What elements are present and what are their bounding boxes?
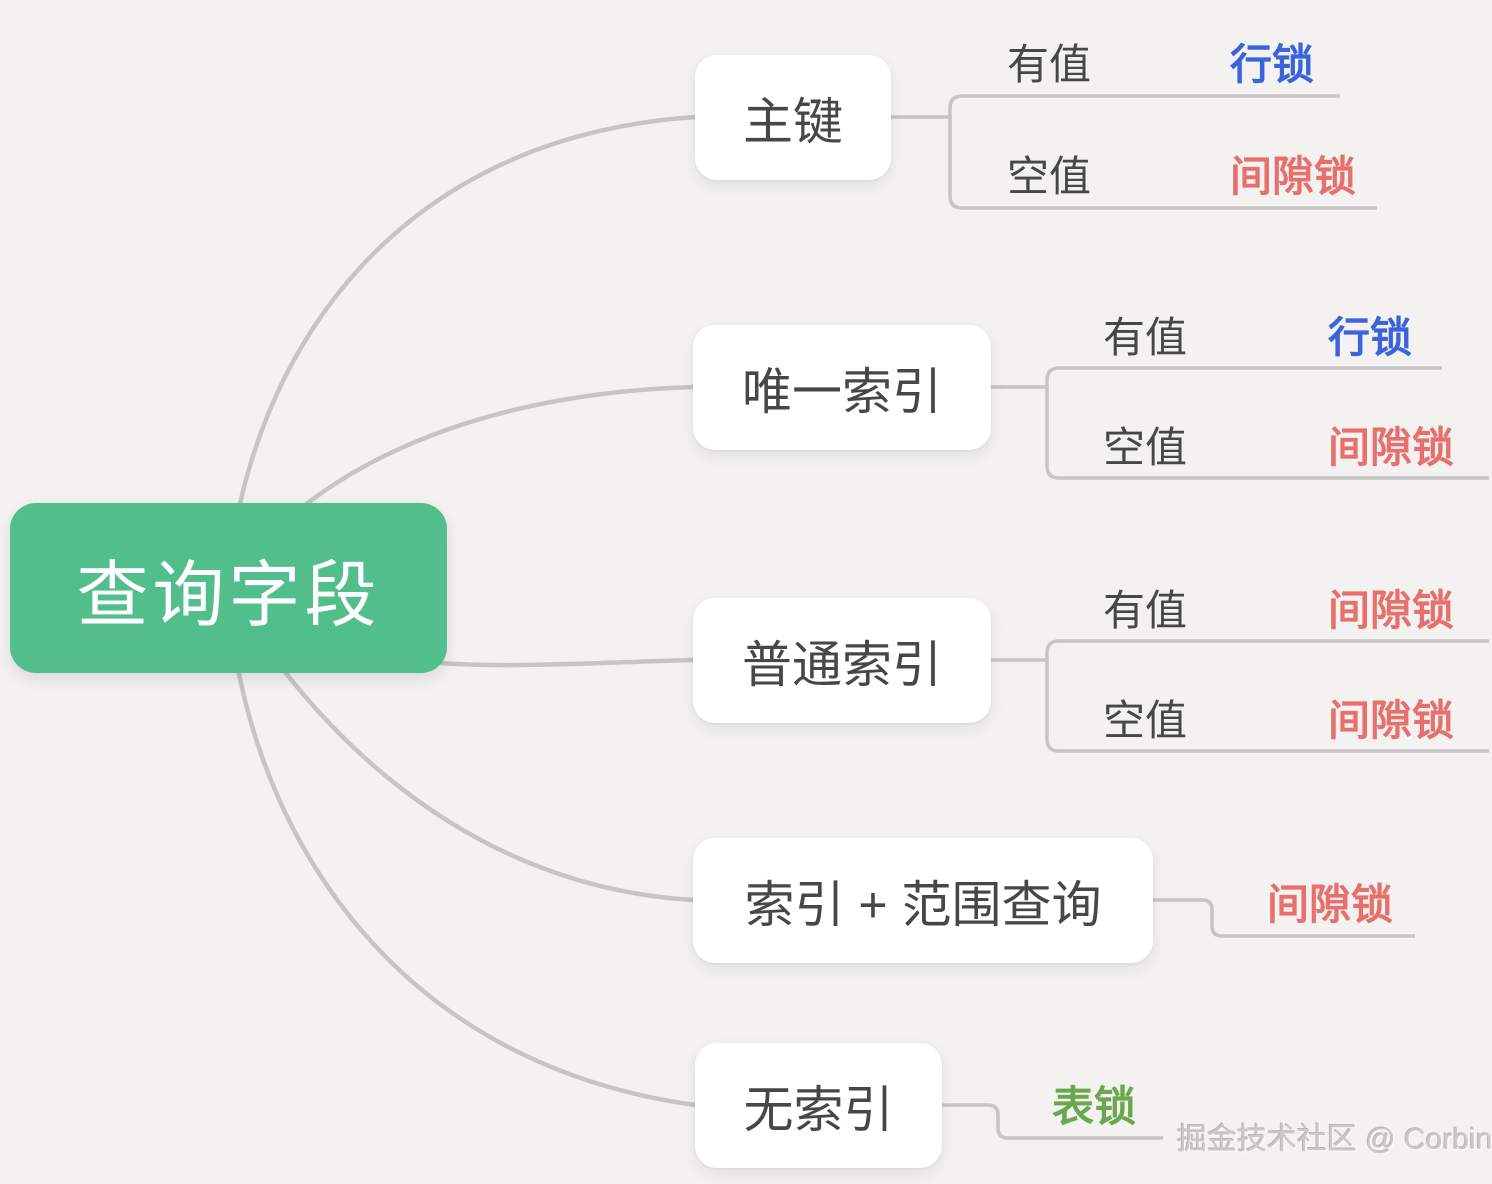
leaf-unique-index-has-value-lock[interactable]: 行锁 bbox=[1328, 314, 1413, 361]
watermark: 掘金技术社区 @ Corbing bbox=[1177, 1123, 1492, 1156]
leaf-normal-index-has-value-lock[interactable]: 间隙锁 bbox=[1328, 587, 1455, 634]
node-root-label: 查询字段 bbox=[76, 555, 381, 636]
bracket-index-range-query bbox=[1153, 898, 1415, 938]
leaf-index-range-query-lock[interactable]: 间隙锁 bbox=[1267, 881, 1394, 928]
node-no-index-label: 无索引 bbox=[743, 1081, 894, 1138]
leaf-no-index-lock[interactable]: 表锁 bbox=[1052, 1083, 1137, 1130]
bracket-primary-key bbox=[948, 94, 1377, 210]
node-root[interactable]: 查询字段 bbox=[10, 503, 447, 673]
bracket-unique-index bbox=[1045, 366, 1489, 480]
node-unique-index-label: 唯一索引 bbox=[742, 363, 942, 420]
leaf-primary-key-has-value-lock[interactable]: 行锁 bbox=[1230, 41, 1315, 88]
node-primary-key-label: 主键 bbox=[743, 93, 843, 150]
bracket-no-index bbox=[942, 1103, 1163, 1140]
node-normal-index[interactable]: 普通索引 bbox=[693, 598, 991, 723]
leaf-unique-index-has-value[interactable]: 有值 bbox=[1103, 314, 1188, 361]
leaf-primary-key-null-value-lock[interactable]: 间隙锁 bbox=[1230, 153, 1357, 200]
leaf-normal-index-null-value-lock[interactable]: 间隙锁 bbox=[1328, 697, 1455, 744]
node-no-index[interactable]: 无索引 bbox=[695, 1043, 942, 1168]
curve-root-to-no-index bbox=[225, 587, 696, 1108]
leaf-unique-index-null-value[interactable]: 空值 bbox=[1103, 424, 1188, 471]
leaf-normal-index-null-value[interactable]: 空值 bbox=[1103, 697, 1188, 744]
node-index-range-query-label: 索引 + 范围查询 bbox=[744, 876, 1102, 933]
leaf-normal-index-has-value[interactable]: 有值 bbox=[1103, 587, 1188, 634]
node-normal-index-label: 普通索引 bbox=[742, 636, 942, 693]
node-index-range-query[interactable]: 索引 + 范围查询 bbox=[693, 838, 1153, 963]
bracket-normal-index bbox=[1045, 639, 1489, 753]
leaf-primary-key-null-value[interactable]: 空值 bbox=[1007, 153, 1092, 200]
leaf-primary-key-has-value[interactable]: 有值 bbox=[1007, 41, 1092, 88]
node-unique-index[interactable]: 唯一索引 bbox=[693, 325, 991, 450]
leaf-unique-index-null-value-lock[interactable]: 间隙锁 bbox=[1328, 424, 1455, 471]
node-primary-key[interactable]: 主键 bbox=[695, 55, 891, 180]
